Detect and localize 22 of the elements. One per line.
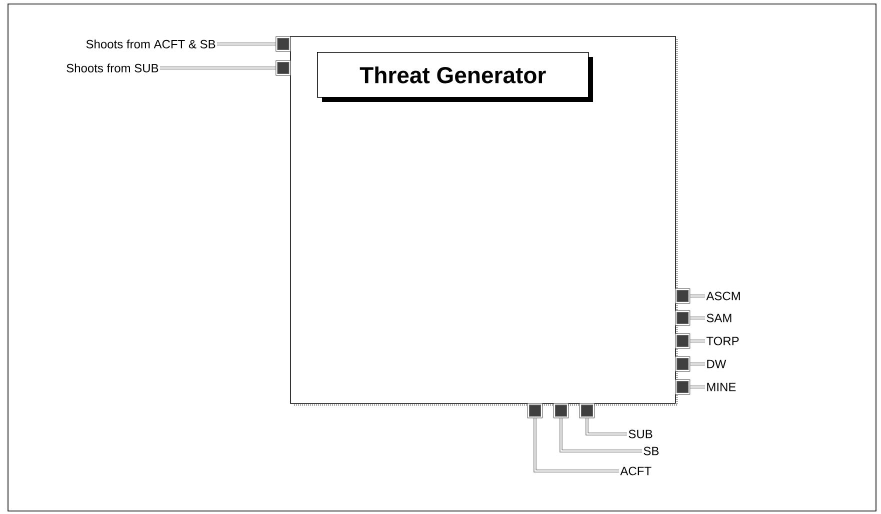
- port-label: SUB: [628, 430, 652, 438]
- port-connector: [675, 288, 705, 304]
- port-label: ASCM: [706, 292, 740, 300]
- port-connector: [160, 60, 291, 76]
- port-connector: [675, 310, 705, 326]
- port-label: ACFT: [620, 466, 652, 476]
- port-connector: [675, 356, 705, 372]
- port-label: MINE: [707, 382, 736, 392]
- port-label: Shoots from ACFT & SB: [86, 40, 216, 48]
- port-label: SB: [644, 446, 659, 456]
- port-connector: [675, 333, 705, 349]
- block-box: [290, 36, 678, 406]
- port-connector: [553, 402, 642, 452]
- port-connector: [527, 402, 619, 472]
- port-label: Shoots from SUB: [66, 64, 158, 72]
- port-connector: [217, 36, 291, 52]
- port-label: SAM: [706, 314, 732, 322]
- port-label: DW: [707, 360, 726, 368]
- port-connector: [579, 402, 627, 436]
- port-label: TORP: [706, 336, 739, 346]
- port-connector: [675, 379, 705, 395]
- title-box: Threat Generator: [317, 52, 593, 102]
